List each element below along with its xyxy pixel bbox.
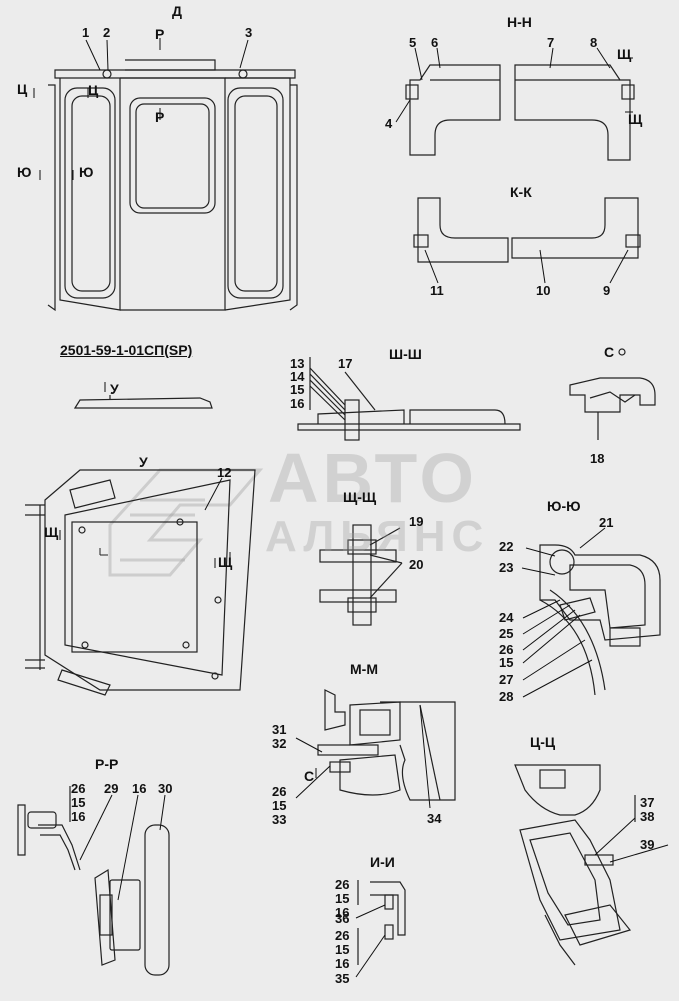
callout-31: 31 <box>272 722 287 737</box>
marker-ts-left: Ц <box>17 81 28 97</box>
marker-shch-u-right: Щ <box>218 554 233 570</box>
callout-26-yuyu: 26 <box>499 642 514 657</box>
section-title-ii: И-И <box>370 854 395 870</box>
section-yuyu-drawing <box>539 544 661 696</box>
marker-r-mid: Р <box>155 109 165 125</box>
marker-s: С <box>304 768 315 784</box>
marker-ts-right: Ц <box>88 82 99 98</box>
callout-13: 13 <box>290 356 305 371</box>
callout-18: 18 <box>590 451 605 466</box>
marker-yu-right: Ю <box>79 164 94 180</box>
view-u-drawing <box>25 469 256 696</box>
section-title-s: С <box>604 344 615 360</box>
marker-shch-nn-bottom: Щ <box>628 111 643 127</box>
callout-33: 33 <box>272 812 287 827</box>
section-s-drawing <box>569 348 656 440</box>
callout-5: 5 <box>409 35 417 50</box>
callout-15-shsh: 15 <box>290 382 305 397</box>
callout-16-rr-right: 16 <box>132 781 147 796</box>
callout-38: 38 <box>640 809 655 824</box>
callout-29: 29 <box>104 781 119 796</box>
callout-15-ii-bottom: 15 <box>335 942 350 957</box>
callout-14: 14 <box>290 369 305 384</box>
section-title-shsh: Ш-Ш <box>389 346 422 362</box>
callout-16-shsh: 16 <box>290 396 305 411</box>
section-nn-drawing <box>405 64 635 161</box>
callout-26-mm: 26 <box>272 784 287 799</box>
callout-30: 30 <box>158 781 173 796</box>
callout-37: 37 <box>640 795 655 810</box>
callout-4: 4 <box>385 116 393 131</box>
callout-27: 27 <box>499 672 514 687</box>
section-ii-drawing <box>357 880 406 965</box>
callout-20: 20 <box>409 557 424 572</box>
callout-9: 9 <box>603 283 611 298</box>
section-title-tsts: Ц-Ц <box>530 734 556 750</box>
drawing-code: 2501-59-1-01СП(SP) <box>60 342 193 358</box>
callout-26-ii-bottom: 26 <box>335 928 350 943</box>
callout-15-ii-top: 15 <box>335 891 350 906</box>
marker-shch-nn-top: Щ <box>617 46 632 62</box>
section-title-d: Д <box>172 3 182 19</box>
section-shchshch-drawing <box>319 524 403 626</box>
section-tsts-drawing <box>514 764 636 966</box>
callout-26-ii-top: 26 <box>335 877 350 892</box>
section-title-mm: М-М <box>350 661 378 677</box>
callout-34: 34 <box>427 811 442 826</box>
section-shsh-drawing <box>297 357 521 441</box>
callout-6: 6 <box>431 35 439 50</box>
callout-1: 1 <box>82 25 90 40</box>
callout-21: 21 <box>599 515 614 530</box>
callout-36: 36 <box>335 911 350 926</box>
section-title-shchshch: Щ-Щ <box>343 489 377 505</box>
section-title-rr: Р-Р <box>95 756 119 772</box>
callout-28: 28 <box>499 689 514 704</box>
section-kk-drawing <box>413 197 641 263</box>
marker-yu-left: Ю <box>17 164 32 180</box>
callout-15-yuyu: 15 <box>499 655 514 670</box>
callout-32: 32 <box>272 736 287 751</box>
section-title-nn: Н-Н <box>507 14 532 30</box>
callout-39: 39 <box>640 837 655 852</box>
callout-16-rr: 16 <box>71 809 86 824</box>
section-mm-drawing <box>317 689 456 801</box>
callout-15-mm: 15 <box>272 798 287 813</box>
view-d-drawing <box>47 59 298 312</box>
callout-16-ii-bottom: 16 <box>335 956 350 971</box>
callout-3: 3 <box>245 25 253 40</box>
section-title-yuyu: Ю-Ю <box>547 498 581 514</box>
callout-15-rr: 15 <box>71 795 86 810</box>
section-title-kk: К-К <box>510 184 532 200</box>
callout-11: 11 <box>430 283 444 298</box>
callout-23: 23 <box>499 560 514 575</box>
callout-2: 2 <box>103 25 111 40</box>
callout-22: 22 <box>499 539 514 554</box>
marker-u: У <box>110 381 119 397</box>
section-rr-drawing <box>17 786 170 976</box>
view-u-marker-strip <box>73 395 213 409</box>
callout-24: 24 <box>499 610 514 625</box>
callout-7: 7 <box>547 35 555 50</box>
callout-17: 17 <box>338 356 353 371</box>
callout-35: 35 <box>335 971 350 986</box>
callout-10: 10 <box>536 283 551 298</box>
callout-8: 8 <box>590 35 598 50</box>
callout-12: 12 <box>217 465 232 480</box>
section-title-u: У <box>139 454 148 470</box>
callout-26-rr: 26 <box>71 781 86 796</box>
marker-r-top: Р <box>155 26 165 42</box>
callout-19: 19 <box>409 514 424 529</box>
callout-25: 25 <box>499 626 514 641</box>
callout-16-ii-top: 16 <box>335 905 350 920</box>
marker-shch-u-left: Щ <box>44 524 59 540</box>
